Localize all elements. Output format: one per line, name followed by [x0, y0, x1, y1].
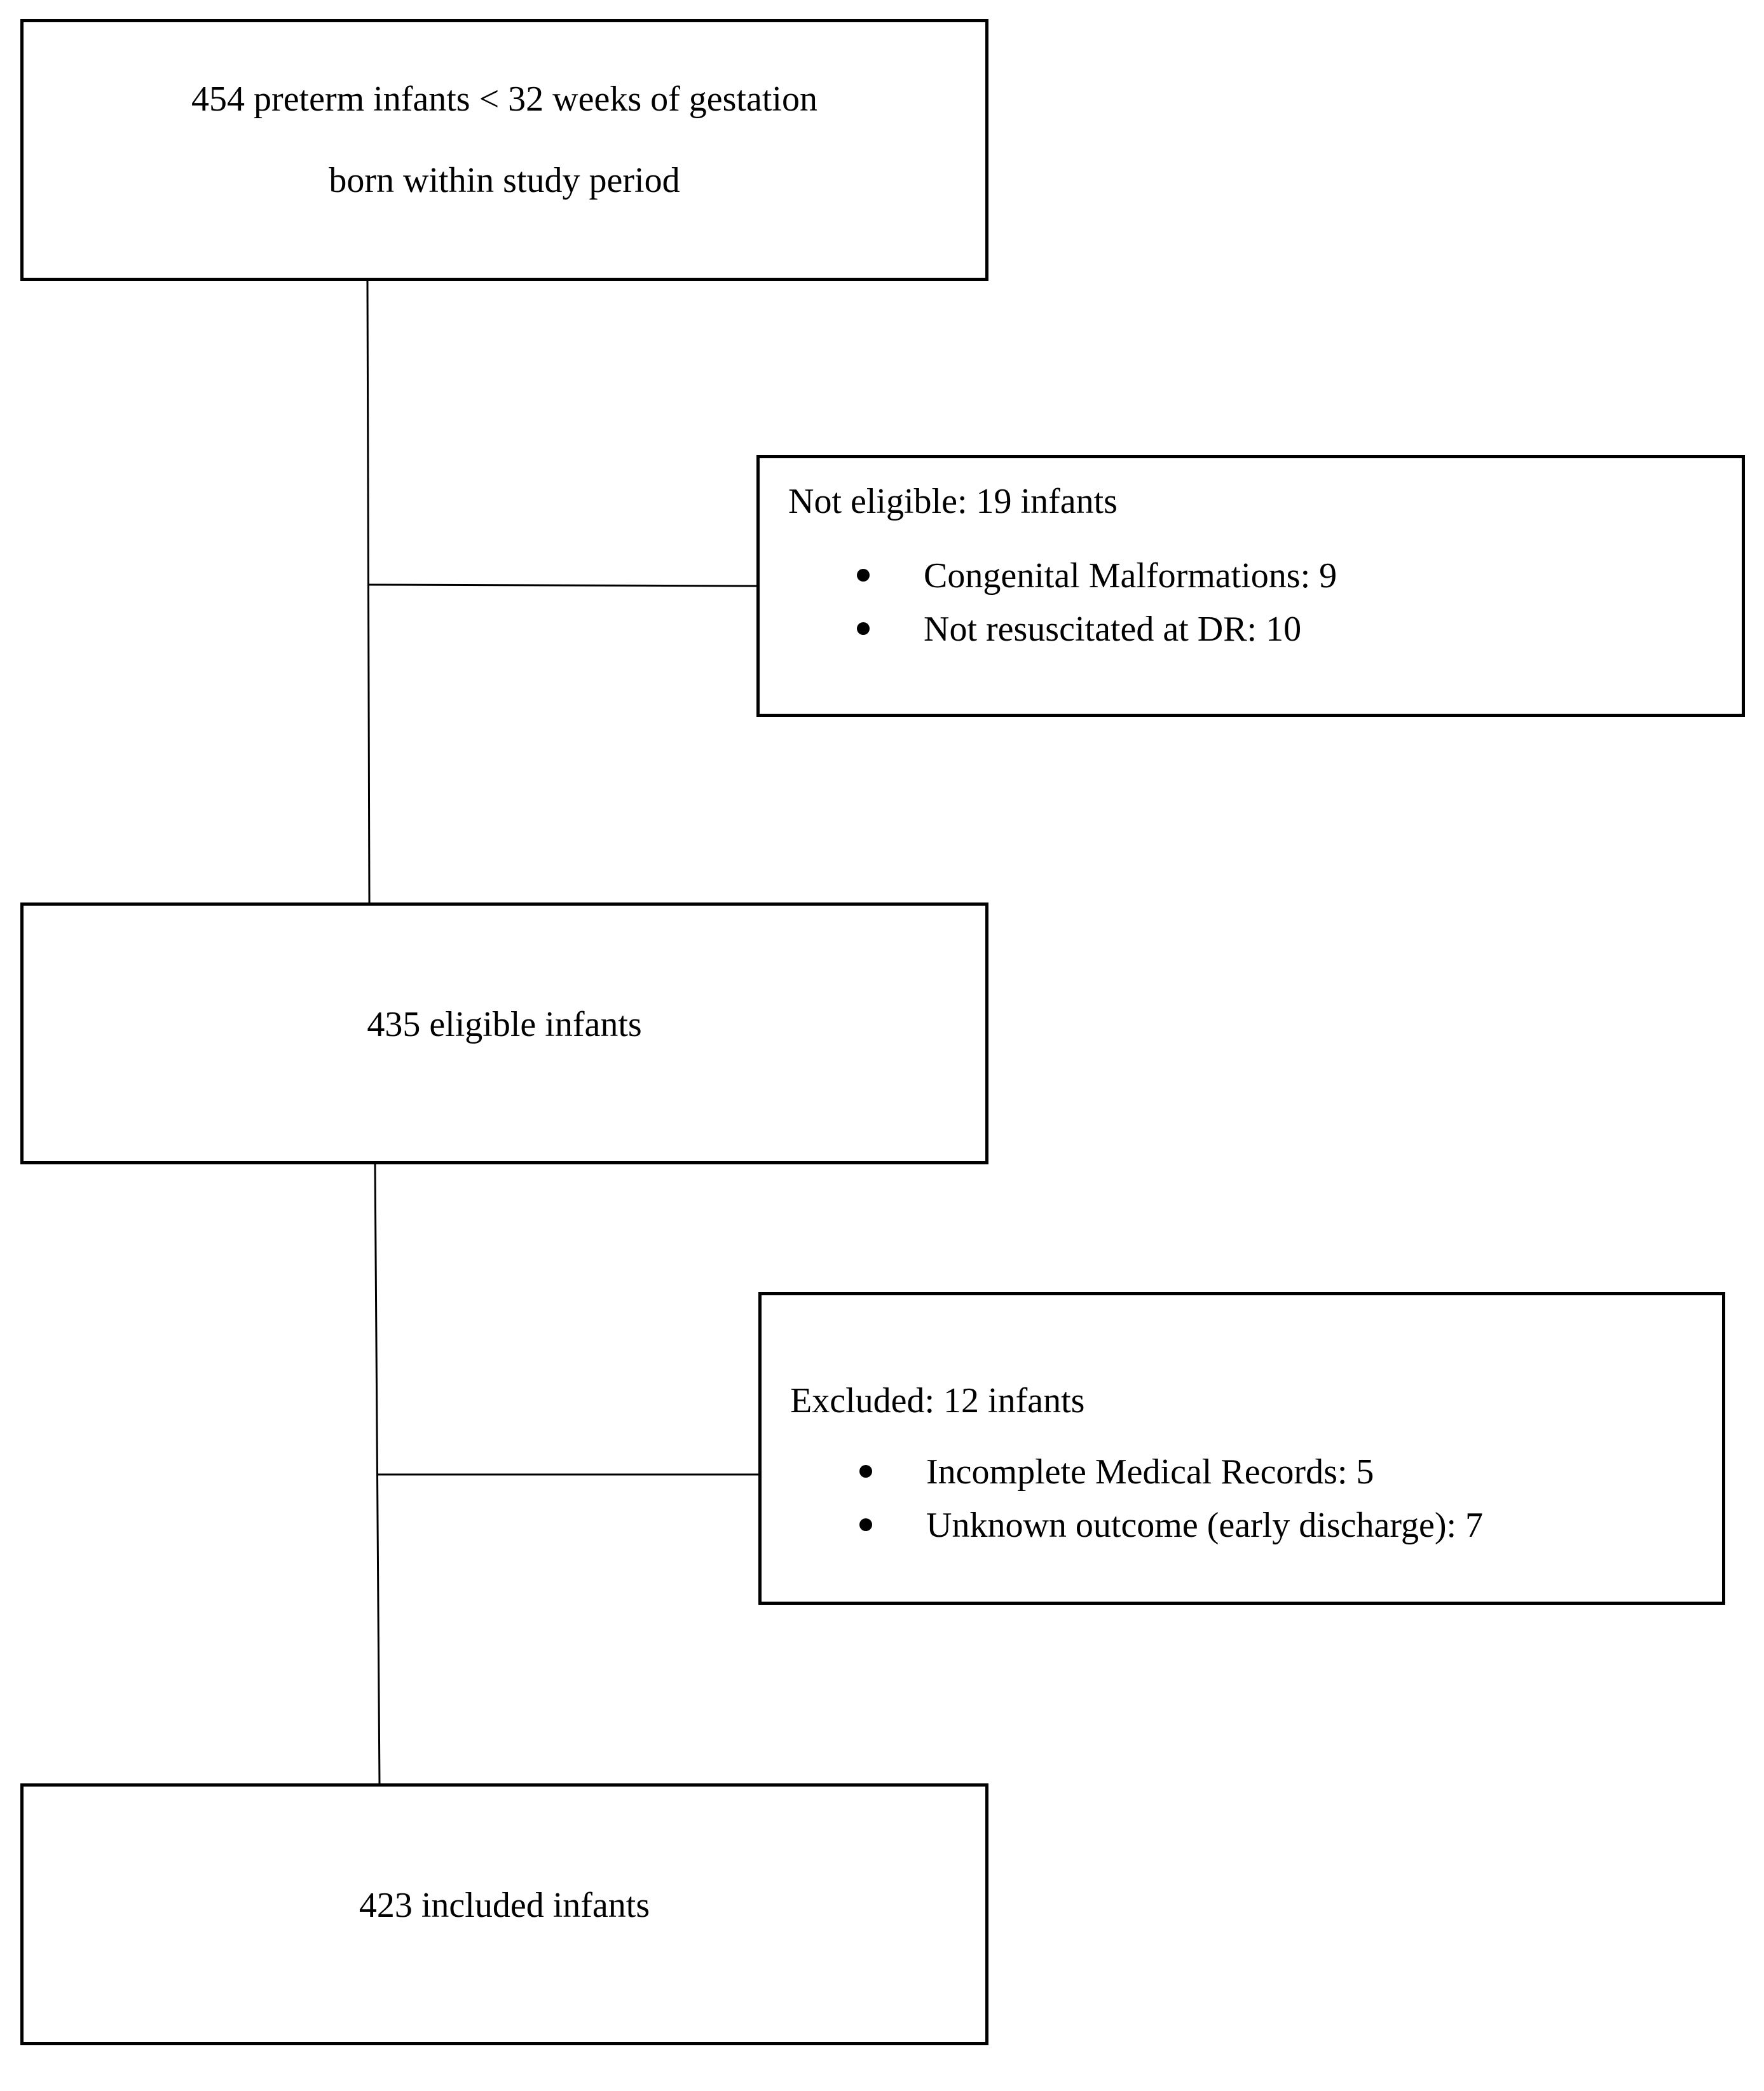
not-eligible-reason-text: Not resuscitated at DR: 10 — [924, 610, 1302, 649]
box-excluded: Excluded: 12 infants Incomplete Medical … — [758, 1292, 1725, 1605]
excluded-reason-text: Incomplete Medical Records: 5 — [926, 1452, 1374, 1492]
box-eligible-infants: 435 eligible infants — [20, 902, 988, 1164]
eligible-infants-label: 435 eligible infants — [367, 1005, 642, 1044]
bullet-icon — [857, 622, 870, 635]
not-eligible-title: Not eligible: 19 infants — [788, 482, 1118, 521]
bullet-icon — [859, 1518, 872, 1531]
included-infants-label: 423 included infants — [359, 1886, 650, 1925]
not-eligible-reason-text: Congenital Malformations: 9 — [924, 556, 1337, 596]
bullet-icon — [857, 569, 870, 582]
total-infants-line1: 454 preterm infants < 32 weeks of gestat… — [191, 79, 817, 119]
excluded-reason-text: Unknown outcome (early discharge): 7 — [926, 1506, 1484, 1545]
bullet-icon — [859, 1465, 872, 1478]
box-total-infants: 454 preterm infants < 32 weeks of gestat… — [20, 19, 988, 281]
box-included-infants: 423 included infants — [20, 1783, 988, 2045]
connector-total-to-eligible — [366, 279, 371, 903]
excluded-title: Excluded: 12 infants — [790, 1381, 1085, 1420]
total-infants-line2: born within study period — [329, 161, 680, 200]
box-not-eligible: Not eligible: 19 infants Congenital Malf… — [756, 455, 1745, 717]
connector-to-not-eligible — [368, 583, 758, 587]
